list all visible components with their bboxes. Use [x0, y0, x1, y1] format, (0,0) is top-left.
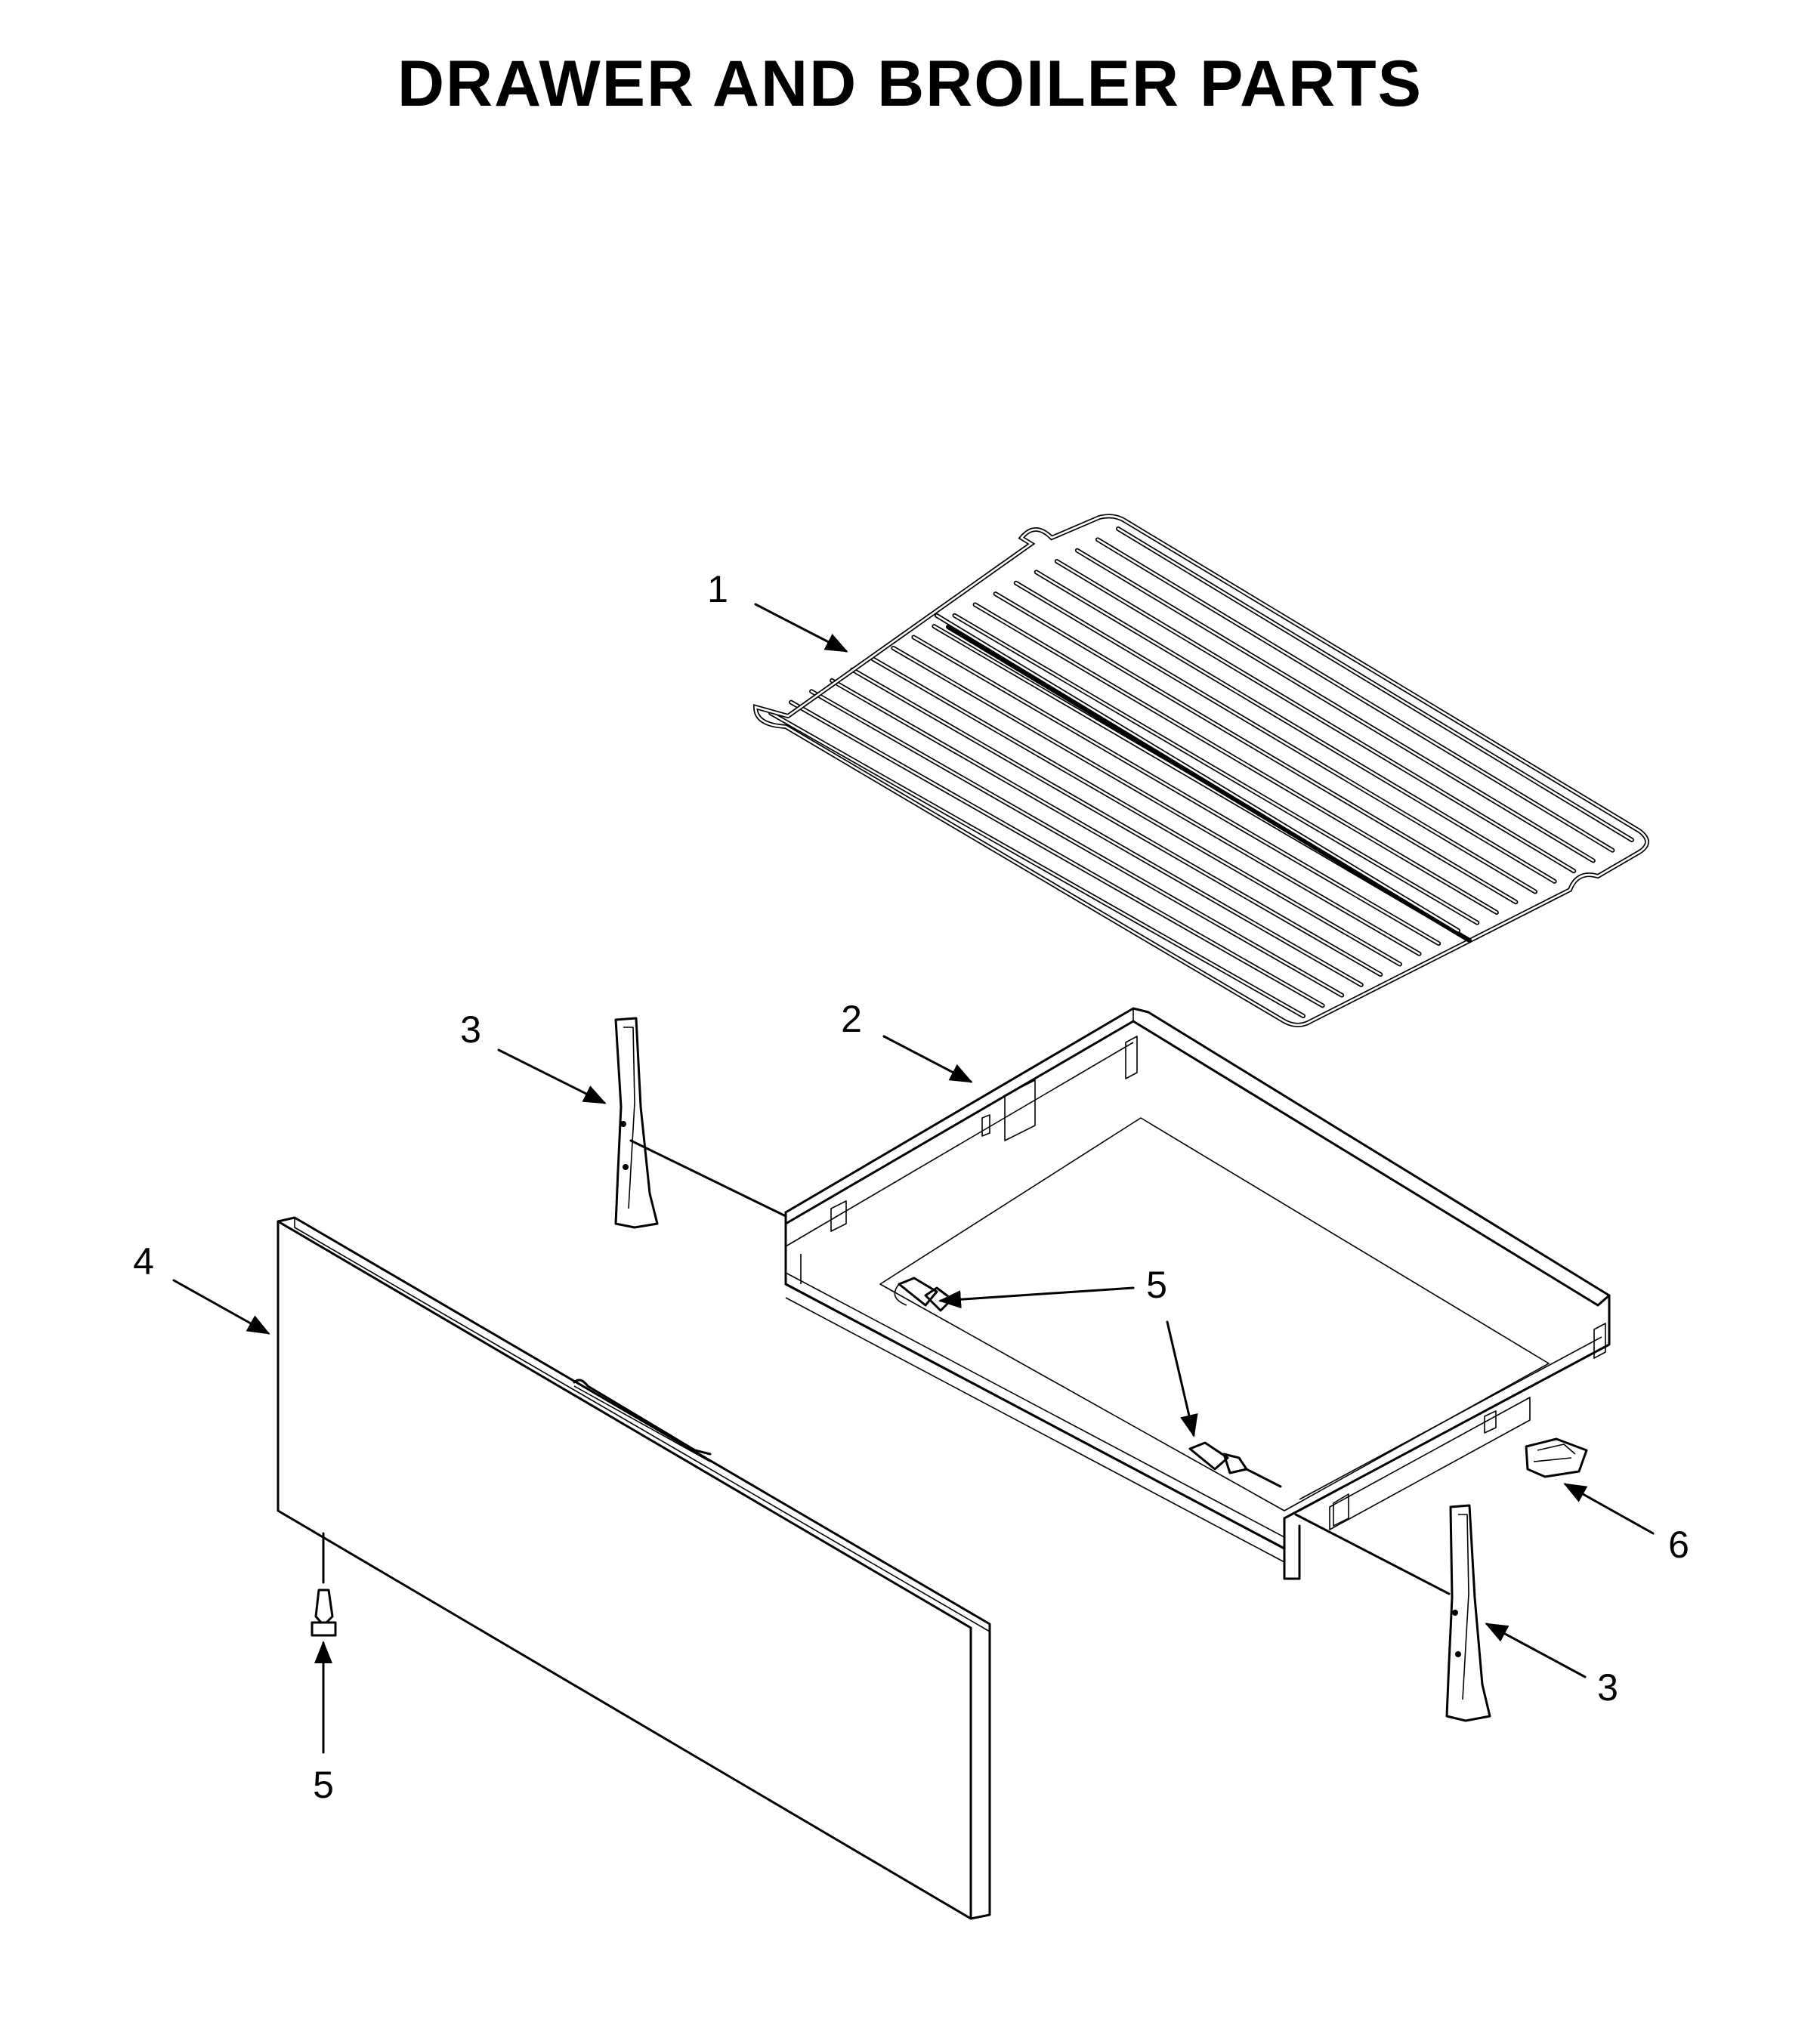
drawer-slide-left	[614, 1017, 659, 1229]
callout-drawer-body: 2	[841, 998, 862, 1040]
callout-clip: 6	[1668, 1524, 1689, 1566]
rack-wire	[913, 636, 1440, 945]
rack-wire	[851, 668, 1382, 976]
rack-wire	[769, 712, 1305, 1017]
drawer-slide-right	[1445, 1504, 1491, 1722]
drawer-body	[784, 1007, 1611, 1580]
screw-lower	[1188, 1441, 1282, 1488]
rack-wire	[1096, 539, 1614, 852]
callout-front-panel: 4	[133, 1240, 154, 1283]
drawer-front-panel	[277, 1216, 991, 1920]
oven-rack	[752, 514, 1649, 1027]
screw-front	[311, 1532, 337, 1637]
page-title: DRAWER AND BROILER PARTS	[397, 48, 1423, 120]
callout-rack: 1	[707, 568, 728, 610]
rack-wire	[953, 614, 1479, 924]
rack-wire	[892, 647, 1420, 956]
callout-slide-right: 3	[1597, 1666, 1618, 1709]
clip	[1525, 1437, 1588, 1478]
screw-center	[898, 1277, 953, 1312]
callout-screw-center: 5	[1146, 1264, 1167, 1306]
rack-wire	[1117, 527, 1633, 841]
callout-screw-front: 5	[313, 1764, 334, 1806]
rack-wire	[1076, 549, 1595, 862]
rack-wire	[994, 592, 1517, 903]
rack-wire	[871, 657, 1401, 965]
rack-wire	[1055, 560, 1575, 872]
rack-wire	[810, 690, 1343, 996]
rack-wire	[830, 679, 1363, 986]
rack-wire	[1035, 571, 1556, 883]
rack-wire	[1015, 582, 1537, 893]
callout-slide-left: 3	[460, 1008, 481, 1051]
rack-wire	[974, 604, 1498, 914]
leader-arrows	[172, 603, 1655, 1754]
rack-wire	[789, 701, 1324, 1007]
